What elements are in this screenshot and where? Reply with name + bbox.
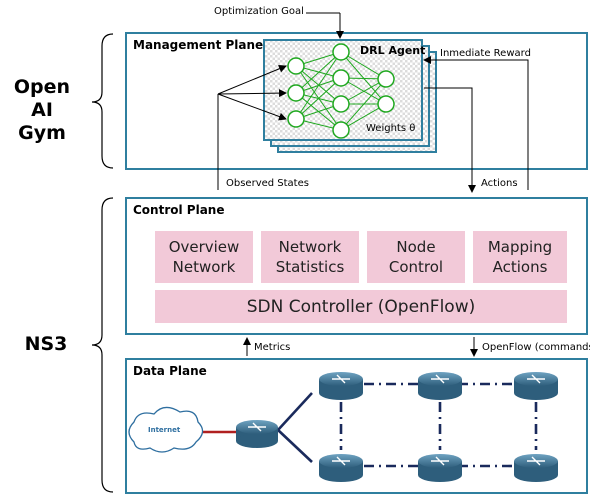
weights-label: Weights θ — [366, 123, 416, 134]
nn-neurons — [287, 43, 395, 139]
network-statistics-box: Network Statistics — [261, 231, 359, 283]
immediate-reward-arrow — [423, 56, 529, 190]
ns3-label: NS3 — [24, 333, 68, 355]
actions-arrow — [424, 87, 476, 193]
mapping-actions-box: Mapping Actions — [473, 231, 567, 283]
management-plane-title: Management Plane — [133, 38, 264, 52]
metrics-label: Metrics — [254, 342, 291, 353]
neuron — [332, 121, 350, 139]
observed-states-arrow — [217, 64, 287, 95]
openflow-commands-label: OpenFlow (commands — [482, 342, 590, 353]
neuron — [377, 70, 395, 88]
router-top-1 — [319, 372, 363, 400]
neuron — [287, 84, 305, 102]
sdn-controller-box: SDN Controller (OpenFlow) — [155, 290, 567, 323]
router-bottom-1 — [319, 454, 363, 482]
routers — [236, 372, 558, 482]
node-control-box: Node Control — [367, 231, 465, 283]
router-edge — [236, 420, 278, 448]
observed-states-arrow — [217, 89, 287, 98]
neuron — [287, 57, 305, 75]
neuron — [332, 69, 350, 87]
internet-cloud — [128, 406, 204, 453]
router-top-3 — [514, 372, 558, 400]
router-bottom-3 — [514, 454, 558, 482]
router-top-2 — [418, 372, 462, 400]
neuron — [332, 95, 350, 113]
overview-network-box: Overview Network — [155, 231, 253, 283]
drl-agent-title: DRL Agent — [360, 44, 426, 57]
neuron — [287, 110, 305, 128]
immediate-reward-label: Inmediate Reward — [440, 48, 531, 59]
network-links — [277, 382, 538, 468]
gym-brace — [91, 33, 114, 169]
neuron — [332, 43, 350, 61]
ns3-brace — [91, 197, 114, 493]
open-ai-gym-label: Open AI Gym — [13, 76, 71, 144]
observed-states-arrow — [217, 93, 287, 121]
actions-label: Actions — [481, 178, 518, 189]
router-bottom-2 — [418, 454, 462, 482]
data-plane-title: Data Plane — [133, 364, 207, 378]
neuron — [377, 95, 395, 113]
control-plane-title: Control Plane — [133, 203, 225, 217]
internet-label: Internet — [148, 426, 181, 434]
observed-states-label: Observed States — [226, 178, 309, 189]
optimization-goal-label: Optimization Goal — [214, 6, 304, 17]
